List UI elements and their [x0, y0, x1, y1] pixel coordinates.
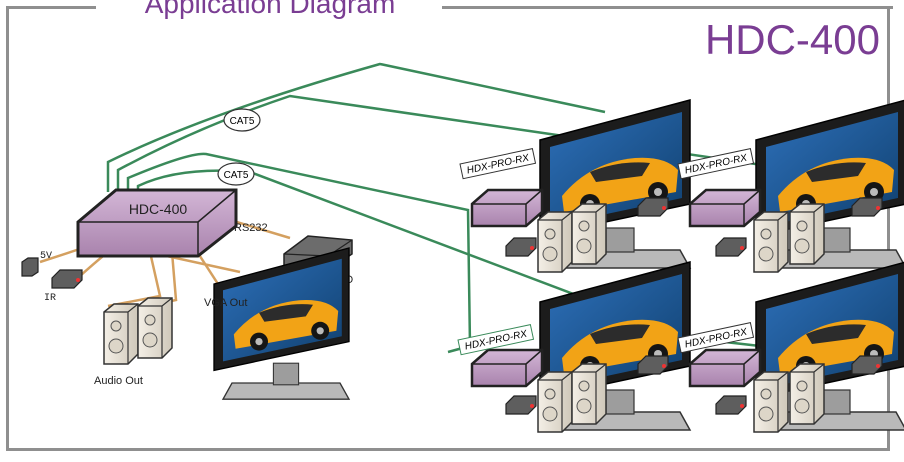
power-adapter-icon [715, 395, 747, 415]
power-adapter-icon [21, 257, 39, 277]
receiver-device [688, 348, 762, 388]
power-adapter-icon [715, 237, 747, 257]
diagram-title: Application Diagram [144, 0, 396, 19]
cable-label-1: CAT5 [223, 108, 261, 132]
speaker-icon [753, 211, 789, 273]
power-adapter-icon [505, 237, 537, 257]
diagram-frame [6, 6, 890, 451]
rs232-label: RS232 [234, 222, 268, 234]
frame-top-right [442, 6, 893, 9]
transmitter-device: HDC-400 [76, 188, 238, 258]
receiver-device [688, 188, 762, 228]
speaker-icon [571, 363, 607, 425]
speaker-icon [753, 371, 789, 433]
speaker-icon [537, 211, 573, 273]
cable-label-text: CAT5 [230, 116, 255, 127]
vga-out-label: VGA Out [204, 297, 247, 309]
power-adapter-icon [505, 395, 537, 415]
receiver-station-4: HDX-PRO-RX [677, 261, 904, 433]
ir-sensor-icon [637, 197, 669, 217]
ir-sensor-icon [51, 269, 83, 289]
cable-label-text: CAT5 [224, 170, 249, 181]
ir-sensor-icon [851, 355, 883, 375]
power-label: 5V [40, 251, 52, 262]
speaker-icon [571, 203, 607, 265]
ir-sensor-icon [637, 355, 669, 375]
receiver-device [470, 188, 544, 228]
transmitter-label: HDC-400 [129, 201, 188, 217]
receiver-device [470, 348, 544, 388]
ir-label: IR [44, 293, 56, 304]
cable-label-2: CAT5 [217, 162, 255, 186]
speaker-icon [789, 203, 825, 265]
speaker-icon [537, 371, 573, 433]
audio-out-label: Audio Out [94, 375, 143, 387]
ir-sensor-icon [851, 197, 883, 217]
receiver-tag: HDX-PRO-RX [459, 148, 537, 180]
speaker-icon [137, 297, 173, 359]
receiver-station-3: HDX-PRO-RX [457, 261, 691, 433]
speaker-icon [789, 363, 825, 425]
frame-top-left [6, 6, 96, 9]
model-name: HDC-400 [704, 16, 880, 63]
speaker-icon [103, 303, 139, 365]
receiver-station-2: HDX-PRO-RX [677, 99, 904, 273]
